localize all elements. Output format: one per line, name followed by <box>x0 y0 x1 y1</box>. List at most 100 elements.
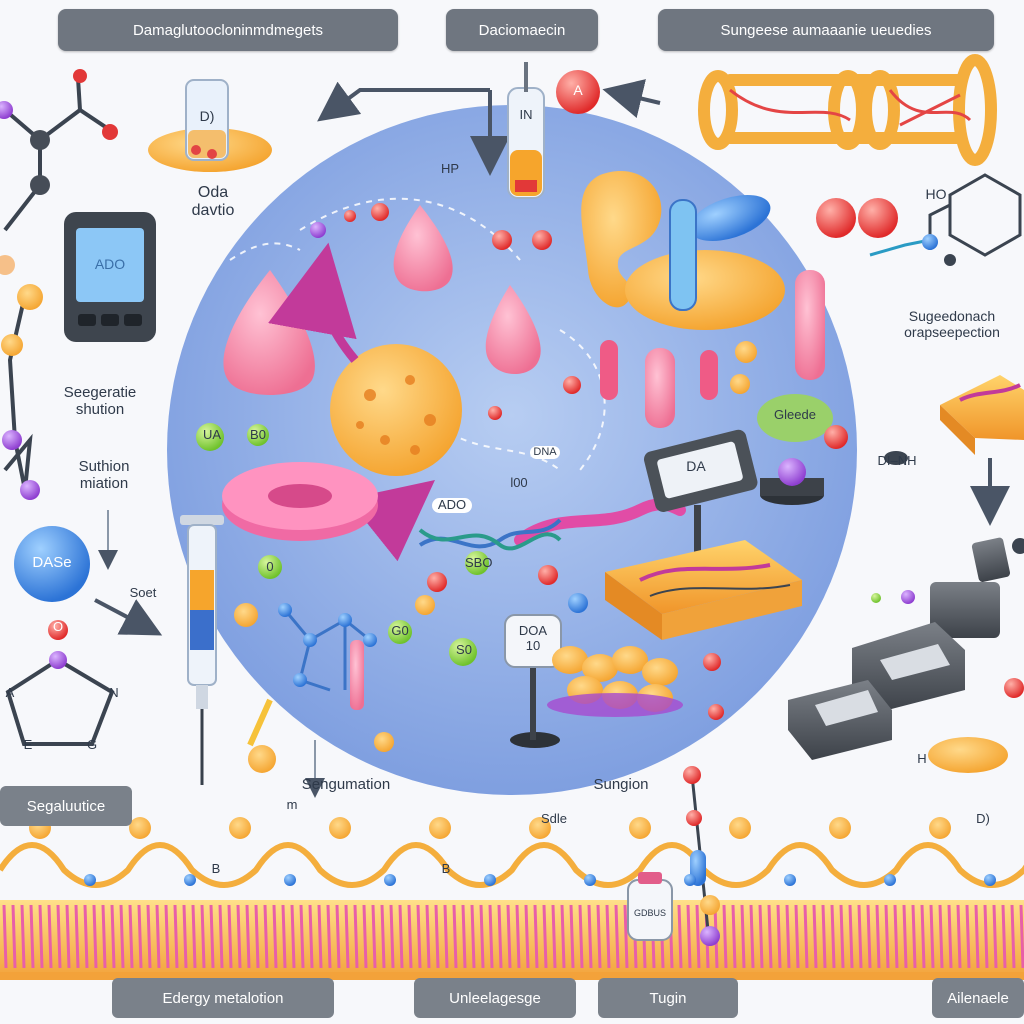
membrane-fiber <box>866 904 872 969</box>
orange-plate <box>625 250 785 330</box>
membrane-fiber <box>1019 904 1024 969</box>
membrane-fiber <box>452 904 458 969</box>
membrane-fiber <box>281 904 287 969</box>
stand-sign <box>504 614 562 748</box>
membrane-fiber <box>839 904 845 969</box>
membrane-particle <box>884 874 896 886</box>
membrane-fiber <box>317 904 323 969</box>
membrane-fiber <box>47 904 53 969</box>
membrane-fiber <box>101 904 107 969</box>
membrane-fiber <box>389 904 395 969</box>
membrane-fiber <box>65 904 71 969</box>
mol-label-e: E <box>23 737 33 752</box>
membrane-fiber <box>236 904 242 969</box>
membrane-fiber <box>560 904 566 969</box>
membrane-fiber <box>506 904 512 969</box>
membrane <box>0 842 1024 980</box>
footer-label-tugin: Tugin <box>598 978 738 1018</box>
membrane-fiber <box>1001 904 1007 969</box>
membrane-fiber <box>461 904 467 969</box>
membrane-particle <box>484 874 496 886</box>
pedestal <box>760 458 824 505</box>
pink-capsule-right <box>795 270 825 380</box>
membrane-fiber <box>92 904 98 969</box>
membrane-fiber <box>794 904 800 969</box>
orange-bean <box>581 171 662 308</box>
membrane-fiber <box>11 904 17 969</box>
membrane-fiber <box>335 904 341 969</box>
bubble-text: Gleede <box>774 407 816 422</box>
right-chain <box>869 238 931 257</box>
membrane-fiber <box>920 904 926 969</box>
label-side: Sdle <box>540 811 568 826</box>
scale-device <box>643 429 758 575</box>
pink-capsule-low <box>350 640 364 710</box>
membrane-fiber <box>803 904 809 969</box>
label-segalutice: Segaluutice <box>0 786 132 826</box>
label-b0: B0 <box>250 427 266 442</box>
membrane-head <box>529 817 551 839</box>
membrane-fiber <box>686 904 692 969</box>
membrane-fiber <box>146 904 152 969</box>
membrane-head <box>829 817 851 839</box>
right-red-balls <box>816 198 898 238</box>
membrane-fiber <box>731 904 737 969</box>
membrane-head <box>729 817 751 839</box>
mol-label-g: G <box>86 737 98 752</box>
label-sugeodonach: Sugeedonach orapseepection <box>904 308 1000 341</box>
membrane-fiber <box>497 904 503 969</box>
red-ball <box>556 70 600 114</box>
label-g0: G0 <box>391 623 409 638</box>
membrane-fiber <box>479 904 485 969</box>
membrane-fiber <box>200 904 206 969</box>
label-sungion: Sungion <box>593 776 649 793</box>
membrane-fiber <box>758 904 764 969</box>
membrane-fiber <box>209 904 215 969</box>
membrane-fiber <box>245 904 251 969</box>
membrane-fiber <box>182 904 188 969</box>
label-top-vial: D) <box>199 108 215 124</box>
syringe-left <box>180 515 224 785</box>
membrane-fiber <box>128 904 134 969</box>
membrane-fiber <box>623 904 629 969</box>
membrane-fiber <box>695 904 701 969</box>
membrane-fiber <box>173 904 179 969</box>
right-orange-cluster <box>928 737 1008 773</box>
membrane-particle <box>84 874 96 886</box>
membrane-fiber <box>902 904 908 969</box>
membrane-fiber <box>155 904 161 969</box>
membrane-fiber <box>380 904 386 969</box>
footer-label-middle: Unleelagesge <box>414 978 576 1018</box>
membrane-fiber <box>344 904 350 969</box>
membrane-fiber <box>1010 904 1016 969</box>
membrane-fiber <box>749 904 755 969</box>
top-dish <box>148 79 272 172</box>
handheld-device <box>64 212 156 342</box>
dashed-paths <box>229 197 606 471</box>
membrane-fiber <box>587 904 593 969</box>
pentagon-ring <box>5 620 115 746</box>
label-red-ball: A <box>573 82 583 98</box>
membrane-fiber <box>56 904 62 969</box>
membrane-fiber <box>38 904 44 969</box>
label-h: H <box>917 751 927 766</box>
top-right-strings <box>729 88 972 127</box>
membrane-fiber <box>110 904 116 969</box>
membrane-fiber <box>407 904 413 969</box>
green-bubble <box>757 394 833 442</box>
membrane-head <box>629 817 651 839</box>
label-b2: B <box>441 861 451 876</box>
label-sbo: SBO <box>465 555 493 570</box>
label-ho: HO <box>925 186 947 202</box>
membrane-fiber <box>2 904 8 969</box>
bottom-chain <box>683 766 720 946</box>
tube-on-plate <box>669 199 697 311</box>
label-o0: 0 <box>266 559 274 574</box>
membrane-fiber <box>677 904 683 969</box>
label-loo: l00 <box>510 475 528 490</box>
membrane-fiber <box>137 904 143 969</box>
membrane-fiber <box>605 904 611 969</box>
membrane-head <box>129 817 151 839</box>
label-dna-marker: DNA <box>530 446 560 459</box>
membrane-fiber <box>614 904 620 969</box>
